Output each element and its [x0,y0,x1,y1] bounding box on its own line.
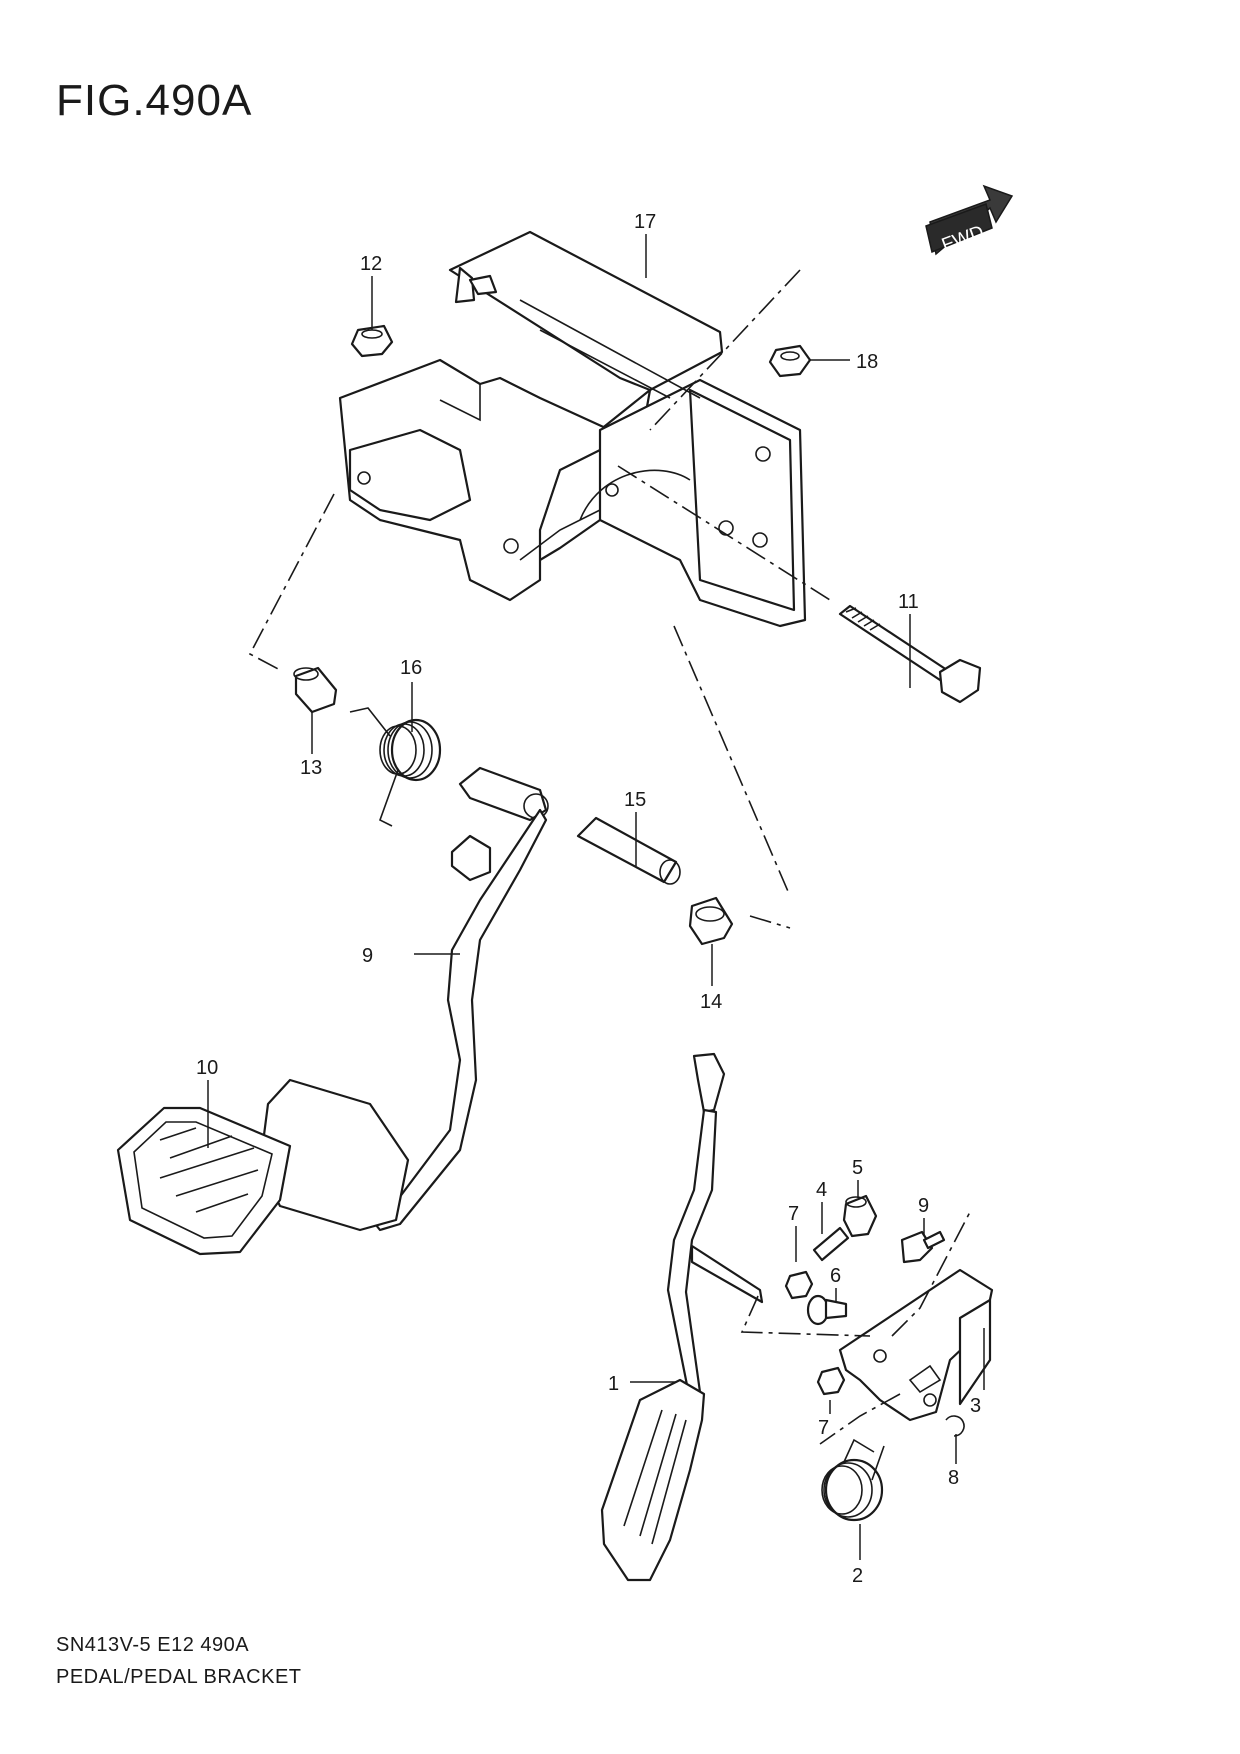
pin-6 [806,1294,848,1326]
callout-7-upper: 7 [788,1203,799,1225]
brake-pedal-arm-10 [370,766,549,1232]
bolt-9 [900,1230,946,1264]
figure-title: FIG.490A [56,76,253,125]
shaft-15 [576,816,681,885]
leader-lines [207,234,985,1560]
nut-13 [350,324,394,358]
callout-5: 5 [852,1157,863,1179]
callout-11: 10 [196,1057,218,1079]
brake-pedal-pad [258,1078,410,1232]
figure-caption: PEDAL/PEDAL BRACKET [56,1666,302,1688]
accelerator-pedal-1 [600,1052,764,1582]
assembly-lines [248,269,971,1445]
stopper-5 [842,1194,878,1238]
return-spring-2 [821,1438,885,1522]
callout-12: 11 [898,591,919,613]
nut-18 [768,344,812,378]
callout-15: 15 [624,789,646,811]
callout-17: 17 [634,211,656,233]
bushing-14-lower [688,896,734,946]
nut-7-upper [784,1270,814,1300]
callout-14-lower: 14 [700,991,722,1013]
bolt-4 [812,1226,850,1262]
pedal-pad-cover-11 [116,1106,292,1256]
callout-2: 2 [852,1565,863,1587]
bolt-12 [838,604,982,704]
callout-7-lower: 7 [818,1417,829,1439]
clip-8 [945,1415,965,1437]
return-spring-16 [349,707,442,827]
callout-6: 6 [830,1265,841,1287]
accelerator-bracket-3 [838,1268,994,1422]
callout-10: 9 [362,945,373,967]
callout-1: 1 [608,1373,619,1395]
callout-8: 8 [948,1467,959,1489]
callout-13: 12 [360,253,382,275]
callout-4: 4 [816,1179,827,1201]
pedal-bracket [338,230,807,628]
callout-18: 18 [856,351,878,373]
callout-16: 16 [400,657,422,679]
nut-7-lower [816,1366,846,1396]
fwd-arrow-icon: FWD [925,184,1014,256]
bushing-14-upper [293,666,338,714]
callout-14-upper: 13 [300,757,322,779]
figure-code: SN413V-5 E12 490A [56,1634,250,1656]
callout-3: 3 [970,1395,981,1417]
callout-9: 9 [918,1195,929,1217]
